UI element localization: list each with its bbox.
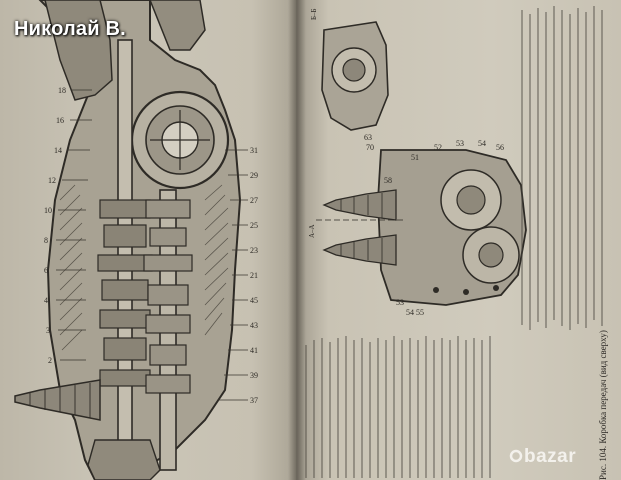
watermark: bazar bbox=[508, 440, 618, 472]
svg-text:21: 21 bbox=[250, 271, 258, 280]
svg-text:39: 39 bbox=[250, 371, 258, 380]
svg-text:14: 14 bbox=[54, 146, 62, 155]
svg-text:41: 41 bbox=[250, 346, 258, 355]
svg-text:37: 37 bbox=[250, 396, 258, 405]
section-label-mid: А–А bbox=[308, 224, 316, 238]
svg-text:4: 4 bbox=[44, 296, 48, 305]
svg-text:12: 12 bbox=[48, 176, 56, 185]
svg-text:58: 58 bbox=[384, 176, 392, 185]
svg-text:53: 53 bbox=[456, 139, 464, 148]
svg-text:10: 10 bbox=[44, 206, 52, 215]
section-label-top: Б–Б bbox=[310, 8, 318, 20]
book-gutter bbox=[288, 0, 306, 480]
watermark-text: bazar bbox=[524, 446, 577, 467]
svg-text:54: 54 bbox=[406, 308, 414, 317]
svg-text:18: 18 bbox=[58, 86, 66, 95]
svg-text:31: 31 bbox=[250, 146, 258, 155]
svg-text:8: 8 bbox=[44, 236, 48, 245]
svg-text:25: 25 bbox=[250, 221, 258, 230]
svg-text:56: 56 bbox=[496, 143, 504, 152]
svg-text:23: 23 bbox=[250, 246, 258, 255]
svg-text:54: 54 bbox=[478, 139, 486, 148]
svg-text:29: 29 bbox=[250, 171, 258, 180]
svg-text:52: 52 bbox=[434, 143, 442, 152]
svg-text:3: 3 bbox=[46, 326, 50, 335]
svg-text:51: 51 bbox=[411, 153, 419, 162]
svg-text:6: 6 bbox=[44, 266, 48, 275]
bazar-logo-icon bbox=[509, 449, 523, 463]
svg-text:53: 53 bbox=[396, 298, 404, 307]
svg-text:45: 45 bbox=[250, 296, 258, 305]
svg-text:63: 63 bbox=[364, 133, 372, 142]
svg-text:55: 55 bbox=[416, 308, 424, 317]
legend-text-lines bbox=[305, 6, 603, 478]
uploader-name: Николай В. bbox=[14, 18, 126, 40]
svg-text:2: 2 bbox=[48, 356, 52, 365]
svg-text:27: 27 bbox=[250, 196, 258, 205]
svg-text:70: 70 bbox=[366, 143, 374, 152]
svg-text:16: 16 bbox=[56, 116, 64, 125]
svg-text:43: 43 bbox=[250, 321, 258, 330]
